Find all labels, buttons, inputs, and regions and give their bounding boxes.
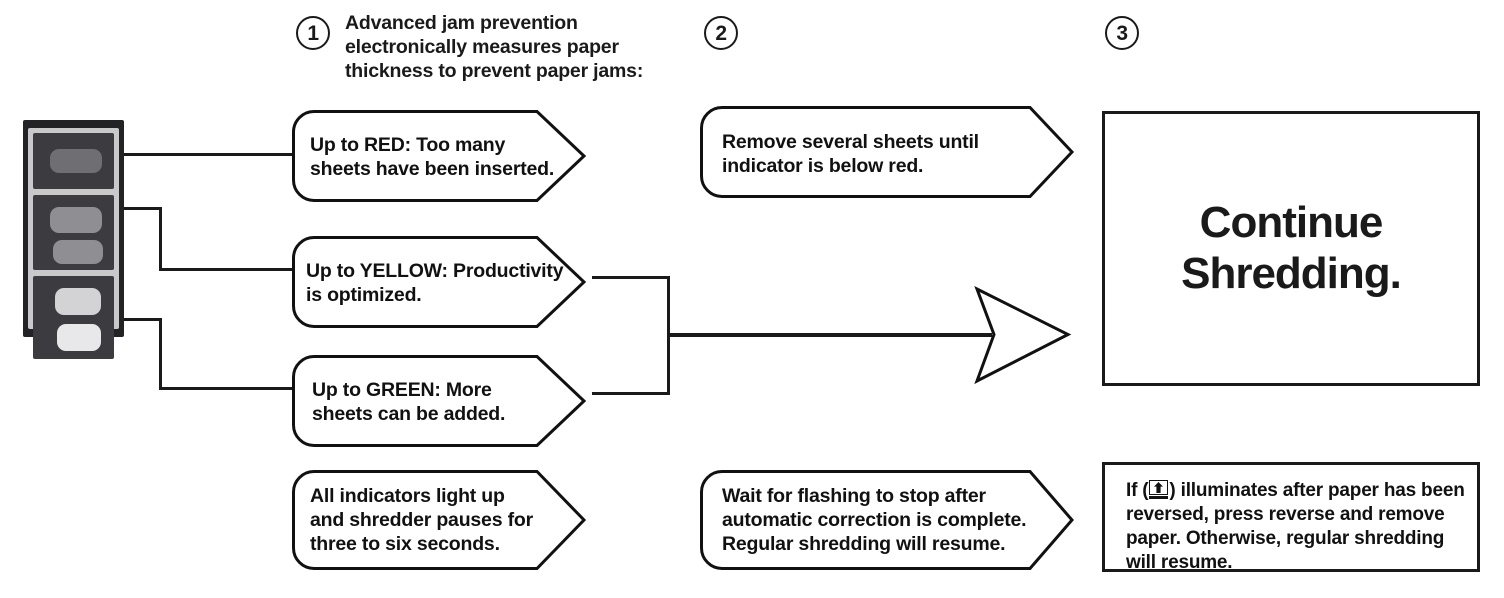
reverse-eject-icon: [1149, 480, 1169, 499]
callout-remove-sheets-text: Remove several sheets until indicator is…: [722, 131, 979, 178]
callout-wait-flashing-text: Wait for flashing to stop after automati…: [722, 485, 1027, 556]
step-badge-1-label: 1: [307, 21, 319, 45]
connector-red-horizontal: [124, 153, 296, 156]
shredder-indicator-graphic: [23, 120, 124, 359]
connector-green-seg3: [159, 387, 296, 390]
connector-green-seg1: [124, 318, 162, 321]
reverse-note-box: If ( ) illuminates after paper has been …: [1102, 462, 1480, 575]
callout-green-text: Up to GREEN: More sheets can be added.: [312, 379, 506, 426]
merge-bracket-bottom: [592, 392, 670, 395]
step-badge-2-label: 2: [715, 21, 727, 45]
indicator-segment-green: [33, 276, 114, 359]
continue-shredding-box: Continue Shredding.: [1102, 111, 1480, 386]
indicator-segment-yellow: [33, 195, 114, 270]
callout-remove-sheets-shape: [700, 106, 1075, 198]
step-badge-3-label: 3: [1116, 21, 1128, 45]
callout-all-indicators-text: All indicators light up and shredder pau…: [310, 485, 533, 556]
step-badge-2: 2: [704, 16, 738, 50]
callout-red-text: Up to RED: Too many sheets have been ins…: [310, 134, 555, 181]
callout-wait-flashing: Wait for flashing to stop after automati…: [700, 470, 1080, 570]
merge-arrow-shaft: [667, 333, 992, 337]
continue-shredding-text: Continue Shredding.: [1181, 197, 1402, 299]
reverse-note-text-before: If (: [1126, 480, 1149, 501]
callout-all-indicators-shape: [292, 470, 587, 570]
callout-yellow-text: Up to YELLOW: Productivity is optimized.: [306, 260, 564, 307]
reverse-note-text: If ( ) illuminates after paper has been …: [1126, 479, 1467, 575]
step-badge-1: 1: [296, 16, 330, 50]
callout-green-shape: [292, 355, 587, 447]
connector-green-seg2: [159, 318, 162, 390]
callout-wait-flashing-shape: [700, 470, 1074, 570]
connector-yellow-seg3: [159, 268, 296, 271]
callout-red: Up to RED: Too many sheets have been ins…: [292, 110, 592, 202]
connector-yellow-seg1: [124, 207, 162, 210]
indicator-lamp-yellow-1: [50, 207, 102, 233]
callout-yellow-shape: [292, 236, 587, 328]
callout-yellow: Up to YELLOW: Productivity is optimized.: [292, 236, 592, 328]
callout-remove-sheets: Remove several sheets until indicator is…: [700, 106, 1080, 198]
indicator-lamp-green-1: [55, 288, 101, 315]
callout-green: Up to GREEN: More sheets can be added.: [292, 355, 592, 447]
merge-bracket-top: [592, 276, 670, 279]
step-badge-3: 3: [1105, 16, 1139, 50]
shredder-frame: [28, 128, 119, 359]
callout-red-shape: [292, 110, 587, 202]
indicator-segment-red: [33, 133, 114, 189]
indicator-lamp-green-2: [57, 324, 101, 351]
step1-heading: Advanced jam prevention electronically m…: [345, 12, 644, 82]
connector-yellow-seg2: [159, 207, 162, 271]
callout-all-indicators: All indicators light up and shredder pau…: [292, 470, 592, 570]
reverse-note-text-after: ) illuminates after paper has been rever…: [1126, 480, 1465, 573]
continue-arrow-head: [972, 285, 1072, 385]
continue-arrow-head-shape: [974, 285, 1072, 385]
indicator-lamp-red-1: [50, 149, 102, 173]
indicator-lamp-yellow-2: [53, 240, 103, 264]
